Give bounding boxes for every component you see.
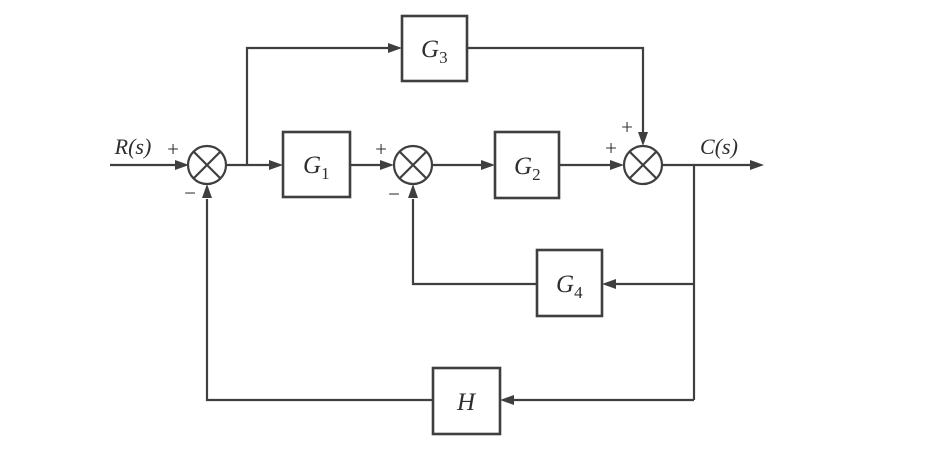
h-to-sum1-wire [205, 199, 433, 402]
input-signal-label: R(s) [114, 134, 152, 159]
output-signal-label: C(s) [700, 134, 738, 159]
block-g4-label: G4 [556, 271, 583, 302]
sum3-left-plus-sign: + [605, 136, 617, 160]
arrowhead-into-g4 [602, 279, 616, 289]
block-g1-box [281, 130, 352, 199]
block-g2-box [493, 130, 561, 200]
sum2-cross [398, 150, 428, 180]
g3-to-sum3-wire [467, 46, 645, 133]
summing-junction-2 [392, 144, 434, 186]
sum1-plus-sign: + [167, 137, 179, 161]
block-g2-label: G2 [514, 153, 541, 184]
summing-junction-3 [622, 144, 664, 186]
arrowhead-into-g3 [388, 43, 402, 53]
block-g3-label: G3 [421, 36, 448, 67]
sum1-cross [192, 150, 222, 180]
block-h-label: H [456, 389, 477, 416]
block-h-box [431, 366, 502, 436]
sum2-plus-sign: + [375, 137, 387, 161]
sum2-minus-sign: − [388, 182, 400, 206]
block-g1-label: G1 [303, 152, 330, 183]
sum1-minus-sign: − [184, 181, 196, 205]
arrowhead-into-sum3 [610, 160, 624, 170]
arrowhead-g3-into-sum3 [638, 132, 648, 146]
arrowhead-h-into-sum1 [202, 184, 212, 198]
arrowhead-into-sum2 [380, 160, 394, 170]
arrowhead-into-g2 [481, 160, 495, 170]
arrowhead-output [750, 160, 764, 170]
arrowhead-into-sum1 [175, 160, 189, 170]
summing-junction-1 [186, 144, 228, 186]
arrowhead-g4-into-sum2 [408, 184, 418, 198]
block-g4-box [535, 248, 604, 318]
takeoff-to-g3-wire [245, 46, 389, 165]
g4-to-sum2-wire [411, 199, 537, 286]
arrowhead-into-g1 [269, 160, 283, 170]
sum3-cross [628, 150, 658, 180]
sum3-top-plus-sign: + [621, 115, 633, 139]
arrowhead-into-h [500, 395, 514, 405]
block-g3-box [400, 14, 469, 83]
